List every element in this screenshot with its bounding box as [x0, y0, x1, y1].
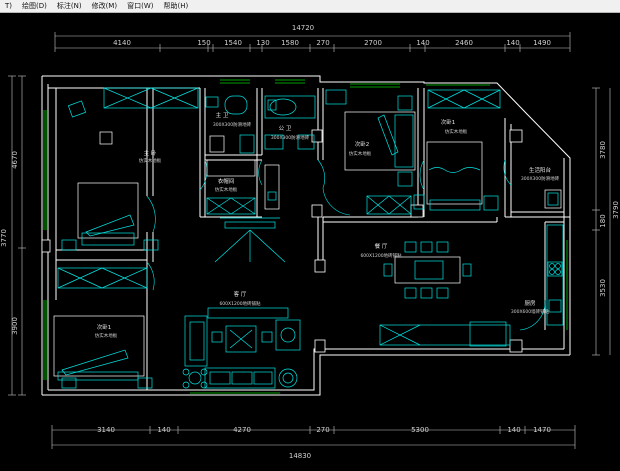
drawing-canvas[interactable]: 14720 4140 150 1540 130 1580 270 2700 14…: [0, 13, 620, 466]
dim-bottom-total: 14830: [289, 452, 311, 460]
dimension-lines: [8, 32, 611, 449]
room-floor-bedroom1a: 仿实木地板: [445, 128, 468, 135]
dim-top-total: 14720: [292, 24, 314, 32]
dim-left-2: 3770: [0, 229, 8, 247]
menu-item-dimension[interactable]: 标注(N): [56, 2, 82, 10]
dim-top-seg-1: 4140: [113, 39, 131, 47]
room-floor-master: 仿实木地板: [139, 157, 162, 164]
dim-left-3: 3900: [11, 317, 19, 335]
dim-left-1: 4670: [11, 151, 19, 169]
menu-item-window[interactable]: 窗口(W): [127, 2, 154, 10]
room-name-kitchen: 厨房: [524, 299, 536, 307]
room-floor-kitchen: 300X600墙砖铺贴: [511, 308, 550, 315]
room-floor-closet: 仿实木地板: [215, 186, 238, 193]
master-bedroom-furniture: [57, 87, 199, 289]
room-name-balcony: 生活阳台: [529, 166, 552, 174]
dim-top-seg-7: 2700: [364, 39, 382, 47]
dim-bottom-seg-3: 4270: [233, 426, 251, 434]
room-name-bath1: 主 卫: [216, 111, 229, 119]
living-furniture: [53, 217, 301, 389]
dim-bottom-seg-4: 270: [316, 426, 329, 434]
bathroom-fixtures: [205, 95, 316, 154]
door-swings: [146, 159, 546, 331]
floor-plan-drawing[interactable]: 14720 4140 150 1540 130 1580 270 2700 14…: [0, 13, 620, 466]
room-name-bath2: 公 卫: [279, 125, 292, 132]
balcony-fixtures: [544, 189, 562, 209]
room-floor-bath1: 300X300防滑地砖: [213, 121, 252, 128]
dim-top-seg-8: 140: [416, 39, 429, 47]
walls: [41, 75, 571, 396]
room-name-bedroom1a: 次卧1: [441, 118, 456, 126]
closet-furniture: [206, 159, 280, 215]
dim-right-2: 180: [599, 214, 607, 227]
dim-bottom-segment-texts: 3140 140 4270 270 5300 140 1470: [97, 426, 551, 434]
dim-top-segment-texts: 4140 150 1540 130 1580 270 2700 140 2460…: [113, 39, 551, 47]
dim-top-seg-2: 150: [197, 39, 210, 47]
dim-right-1: 3780: [599, 141, 607, 159]
room-name-bedroom1b: 次卧1: [97, 323, 112, 331]
dim-top-seg-4: 130: [256, 39, 269, 47]
dim-bottom-seg-2: 140: [157, 426, 170, 434]
dim-bottom-seg-7: 1470: [533, 426, 551, 434]
columns: [41, 129, 523, 353]
dining-furniture: [379, 241, 511, 347]
room-labels: 主 卧 仿实木地板 主 卫 300X300防滑地砖 公 卫 300X300防滑地…: [95, 111, 560, 339]
dim-top-seg-9: 2460: [455, 39, 473, 47]
dim-top-seg-3: 1540: [224, 39, 242, 47]
room-floor-bath2: 300X300防滑地砖: [271, 134, 310, 141]
windows: [43, 79, 568, 394]
dim-top-seg-11: 1490: [533, 39, 551, 47]
dim-top-seg-5: 1580: [281, 39, 299, 47]
menu-bar: T) 绘图(D) 标注(N) 修改(M) 窗口(W) 帮助(H): [0, 0, 620, 13]
room-floor-bedroom1b: 仿实木地板: [95, 332, 118, 339]
dim-bottom-seg-5: 5300: [411, 426, 429, 434]
dim-top-seg-10: 140: [506, 39, 519, 47]
bedroom2-furniture: [325, 89, 416, 215]
menu-item-draw[interactable]: 绘图(D): [22, 2, 47, 10]
dim-bottom-seg-1: 3140: [97, 426, 115, 434]
room-name-living: 客 厅: [234, 290, 247, 298]
menu-item-format[interactable]: T): [5, 2, 13, 10]
room-name-dining: 餐 厅: [375, 242, 388, 250]
room-floor-dining: 600X1200地砖铺贴: [360, 252, 402, 259]
menu-item-help[interactable]: 帮助(H): [163, 2, 189, 10]
dim-right-3: 3790: [612, 201, 620, 219]
room-floor-balcony: 300X300防滑地砖: [521, 175, 560, 182]
bedroom1a-furniture: [413, 89, 501, 211]
dim-bottom-seg-6: 140: [507, 426, 520, 434]
room-name-closet: 衣帽间: [218, 177, 235, 185]
room-name-bedroom2: 次卧2: [355, 140, 370, 148]
dim-right-4: 3530: [599, 279, 607, 297]
room-floor-living: 600X1200地砖铺贴: [219, 300, 261, 307]
room-name-master: 主 卧: [144, 149, 157, 157]
dim-top-seg-6: 270: [316, 39, 329, 47]
menu-item-modify[interactable]: 修改(M): [91, 2, 118, 10]
room-floor-bedroom2: 仿实木地板: [349, 150, 372, 157]
kitchen-fixtures: [546, 224, 564, 326]
